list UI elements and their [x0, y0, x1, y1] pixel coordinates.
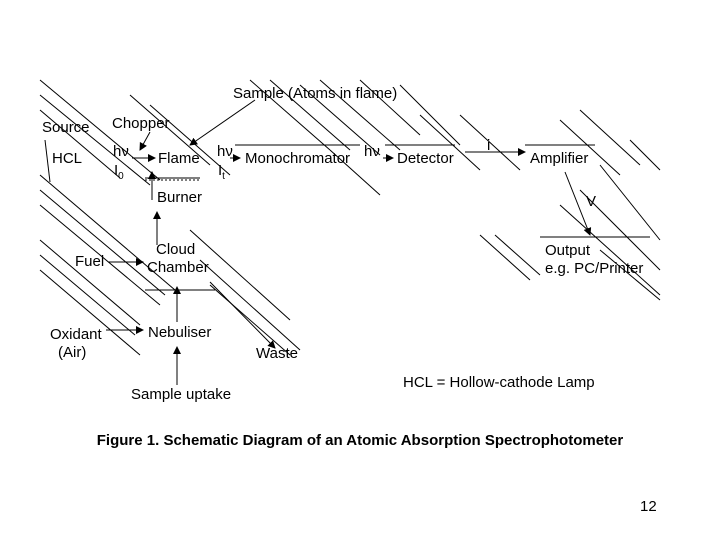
hcl-label: HCL	[52, 150, 83, 167]
it-label: It	[218, 162, 225, 183]
amplifier-label: Amplifier	[530, 150, 589, 167]
output-label-2: e.g. PC/Printer	[545, 260, 644, 277]
arrow-chopper	[139, 131, 151, 151]
sample-uptake-label: Sample uptake	[131, 386, 232, 403]
page-number: 12	[640, 498, 657, 515]
chopper-label: Chopper	[112, 115, 170, 132]
nebuliser-label: Nebuliser	[148, 324, 212, 341]
hatch-lines	[39, 79, 661, 356]
cloud-chamber-label-1: Cloud	[156, 241, 196, 258]
waste-label: Waste	[256, 345, 298, 362]
i-label: i	[487, 137, 491, 154]
flow-arrows	[106, 99, 592, 385]
monochromator-label: Monochromator	[245, 150, 351, 167]
burner-label: Burner	[157, 189, 203, 206]
arrow-to-waste	[209, 281, 276, 349]
hv-label-2: hν	[217, 143, 233, 160]
source-label: Source	[42, 119, 90, 136]
i0-label: I0	[114, 162, 124, 183]
detector-label: Detector	[397, 150, 454, 167]
v-label: V	[586, 193, 597, 210]
i0-subscript: 0	[118, 171, 124, 182]
fuel-label: Fuel	[75, 253, 105, 270]
oxidant-label-2: (Air)	[58, 344, 87, 361]
cloud-chamber-label-2: Chamber	[147, 259, 209, 276]
oxidant-label-1: Oxidant	[50, 326, 102, 343]
arrow-amplifier-to-output	[564, 171, 592, 236]
flame-label: Flame	[158, 150, 200, 167]
hv-label-3: hν	[364, 143, 380, 160]
hcl-legend: HCL = Hollow-cathode Lamp	[403, 374, 595, 391]
sample-label: Sample (Atoms in flame)	[233, 85, 398, 102]
output-label-1: Output	[545, 242, 591, 259]
arrow-sample-to-flame	[189, 99, 256, 146]
it-subscript: t	[222, 171, 225, 182]
figure-caption: Figure 1. Schematic Diagram of an Atomic…	[96, 432, 624, 449]
hv-label-1: hν	[113, 143, 129, 160]
